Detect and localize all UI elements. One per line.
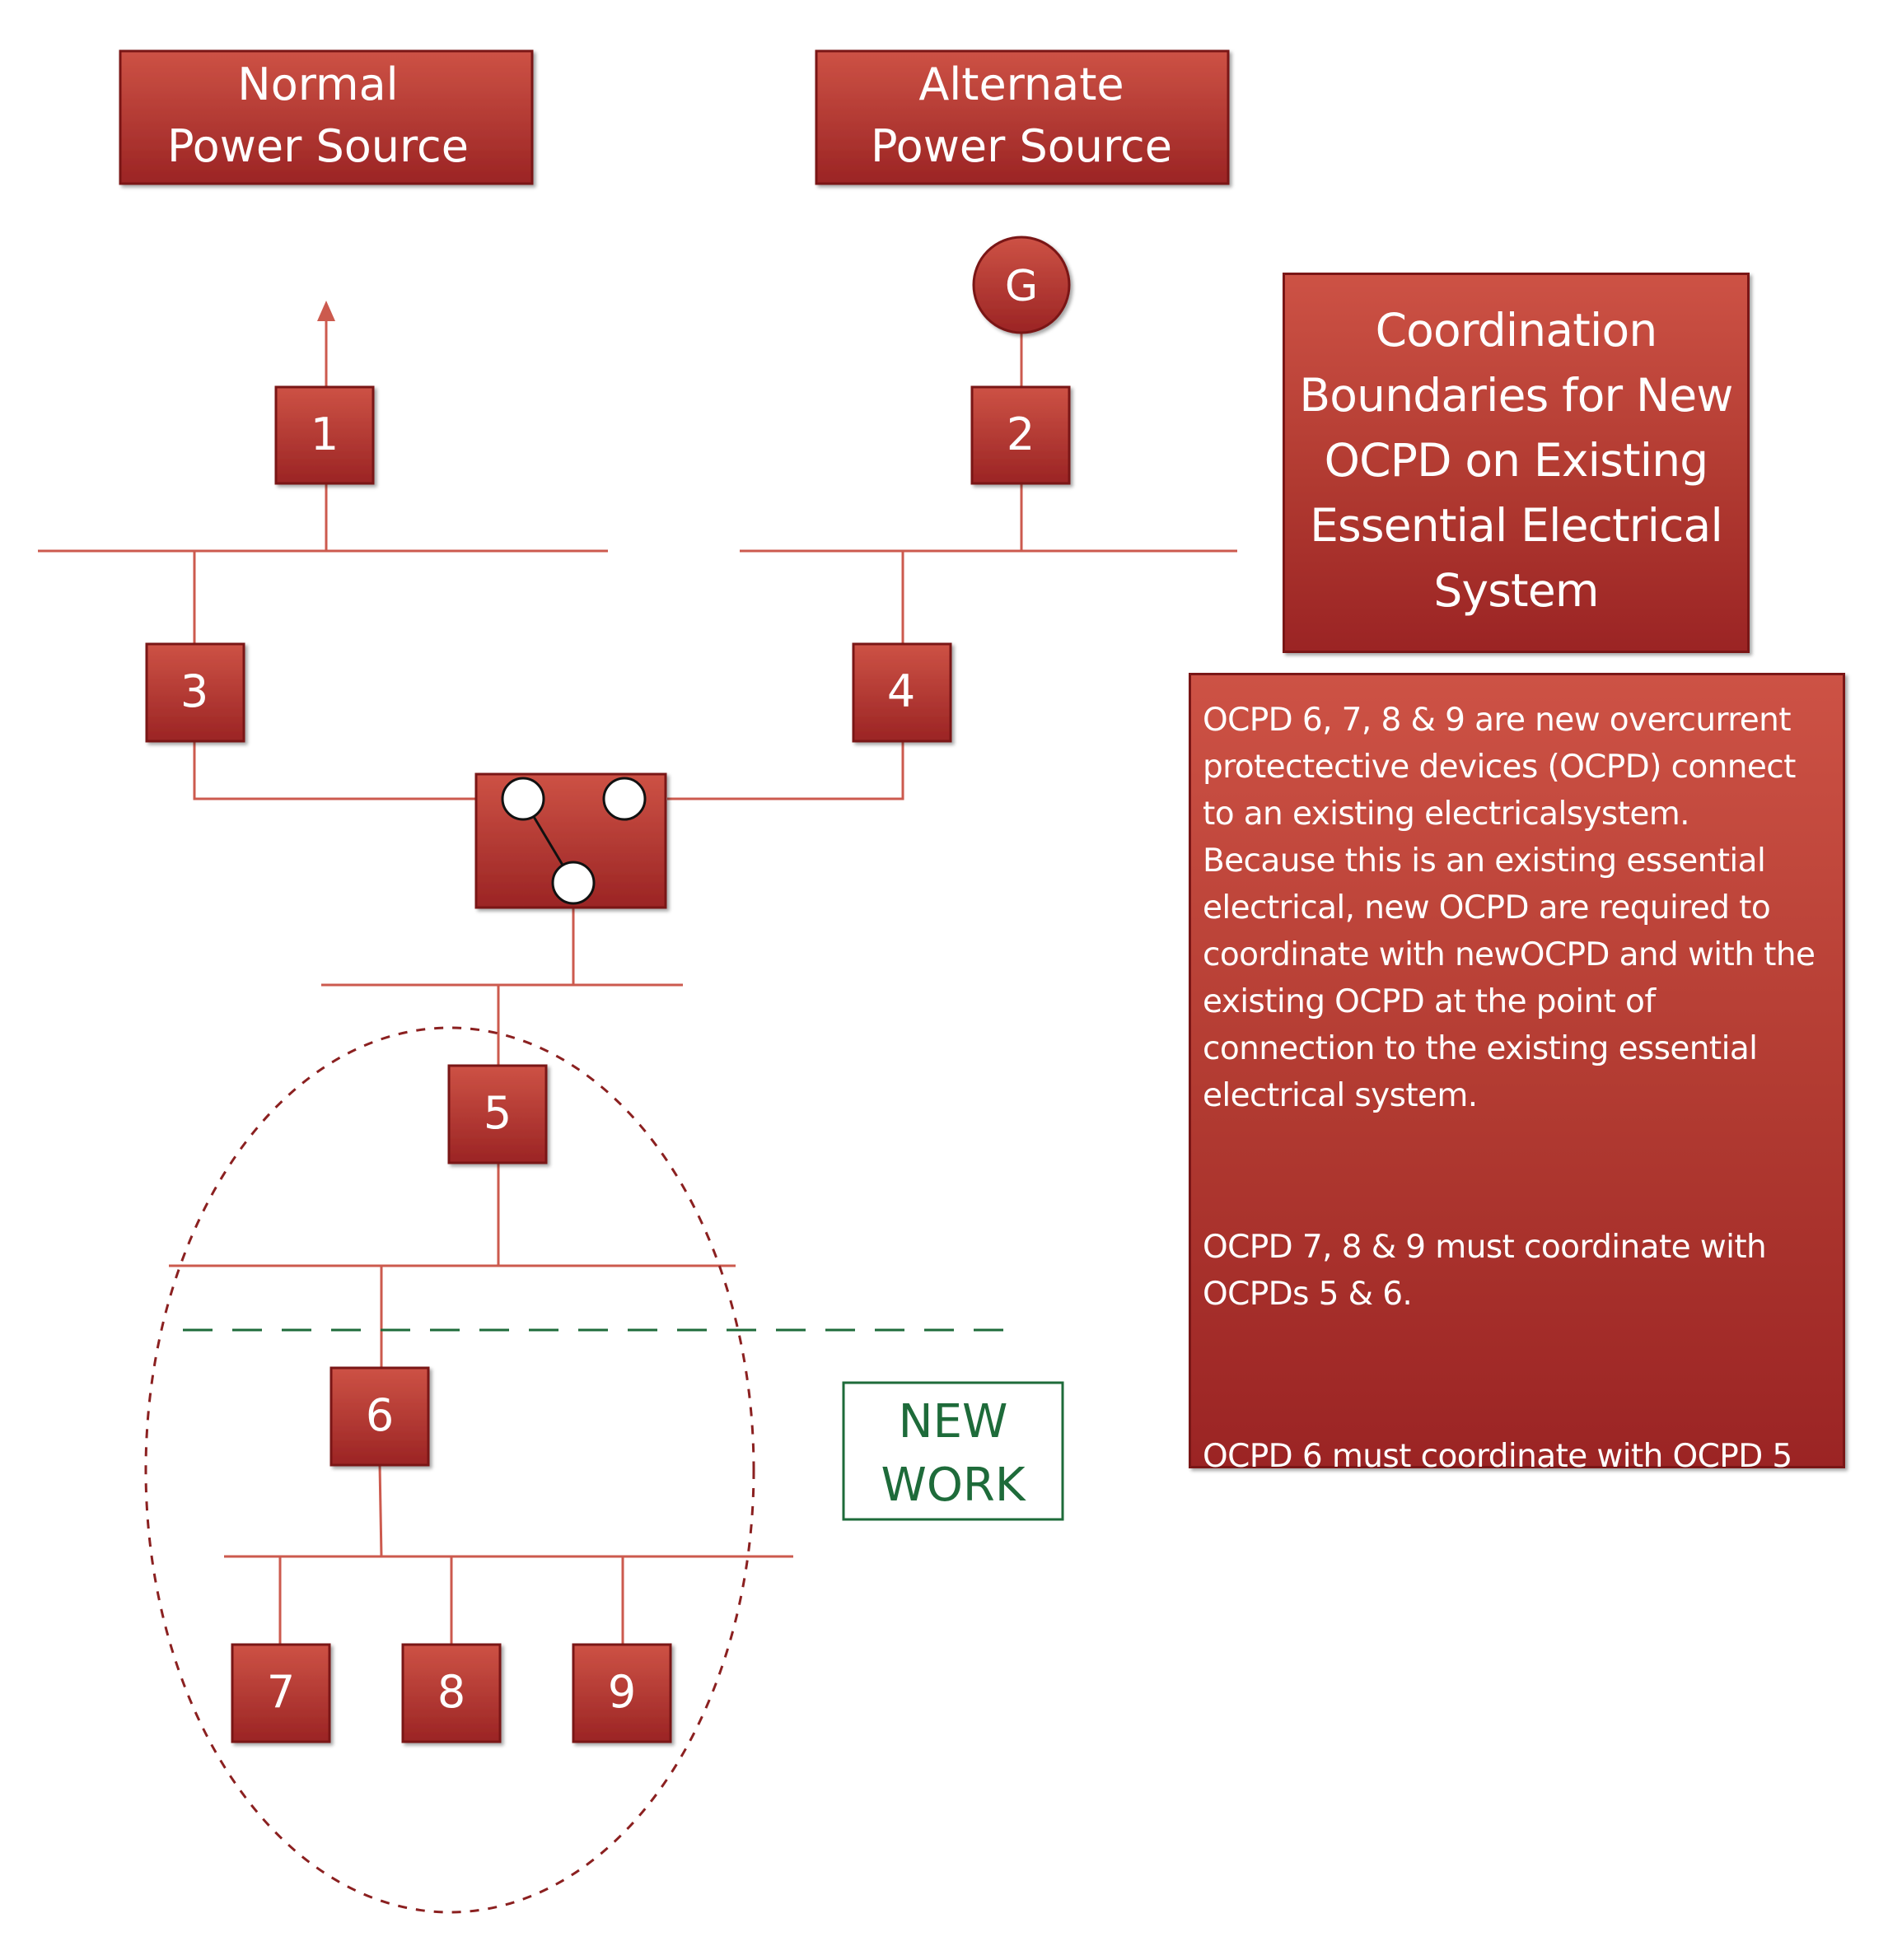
- svg-text:1: 1: [311, 408, 339, 460]
- generator-label: G: [1005, 262, 1038, 311]
- title-line-4: Essential Electrical: [1310, 499, 1723, 552]
- ocpd-7: 7: [231, 1643, 331, 1743]
- svg-text:4: 4: [887, 665, 915, 717]
- alternate-source-line1: Alternate: [918, 58, 1124, 110]
- normal-power-source: Normal Power Source: [119, 49, 534, 185]
- svg-text:8: 8: [437, 1666, 465, 1718]
- alternate-source-line2: Power Source: [871, 120, 1172, 172]
- coordination-notes: OCPD 6, 7, 8 & 9 are new overcurrent pro…: [1189, 673, 1845, 1475]
- new-work-label: NEW WORK: [842, 1381, 1064, 1521]
- svg-text:3: 3: [180, 665, 208, 717]
- svg-text:9: 9: [608, 1666, 636, 1718]
- title-line-3: OCPD on Existing: [1324, 434, 1709, 487]
- switch-contact-normal: [501, 777, 545, 821]
- new-work-line2: WORK: [881, 1458, 1026, 1512]
- wiring: [38, 311, 1237, 1645]
- ocpd-3: 3: [145, 642, 245, 743]
- coordination-boundary-ellipse: [144, 1026, 755, 1914]
- ocpd-9: 9: [572, 1643, 672, 1743]
- svg-text:5: 5: [484, 1087, 512, 1139]
- ocpd-8: 8: [401, 1643, 502, 1743]
- alternate-power-source: Alternate Power Source: [815, 49, 1230, 185]
- diagram-title: Coordination Boundaries for New OCPD on …: [1283, 273, 1750, 653]
- svg-text:6: 6: [366, 1389, 394, 1441]
- new-work-line1: NEW: [899, 1395, 1008, 1449]
- title-line-2: Boundaries for New: [1299, 369, 1733, 422]
- switch-contact-alternate: [602, 777, 647, 821]
- switch-contact-load: [551, 861, 596, 905]
- title-line-1: Coordination: [1375, 304, 1658, 357]
- normal-source-line1: Normal: [237, 58, 398, 110]
- generator: G: [972, 236, 1071, 334]
- ocpd-6: 6: [329, 1366, 430, 1467]
- title-line-5: System: [1433, 564, 1599, 617]
- svg-text:2: 2: [1007, 408, 1035, 460]
- ocpd-1: 1: [274, 385, 375, 485]
- note-new-ocpd: OCPD 6, 7, 8 & 9 are new overcurrent pro…: [1203, 702, 1816, 1114]
- ocpd-4: 4: [852, 642, 952, 743]
- transfer-switch: [474, 772, 667, 909]
- utility-arrow-icon: [317, 301, 335, 321]
- ocpd-5: 5: [447, 1064, 548, 1164]
- ocpd-2: 2: [970, 385, 1071, 485]
- svg-text:7: 7: [267, 1666, 295, 1718]
- note-ocpd-7-8-9: OCPD 7, 8 & 9 must coordinate with OCPDs…: [1203, 1229, 1767, 1313]
- note-ocpd-6: OCPD 6 must coordinate with OCPD 5: [1203, 1438, 1792, 1475]
- normal-source-line2: Power Source: [167, 120, 469, 172]
